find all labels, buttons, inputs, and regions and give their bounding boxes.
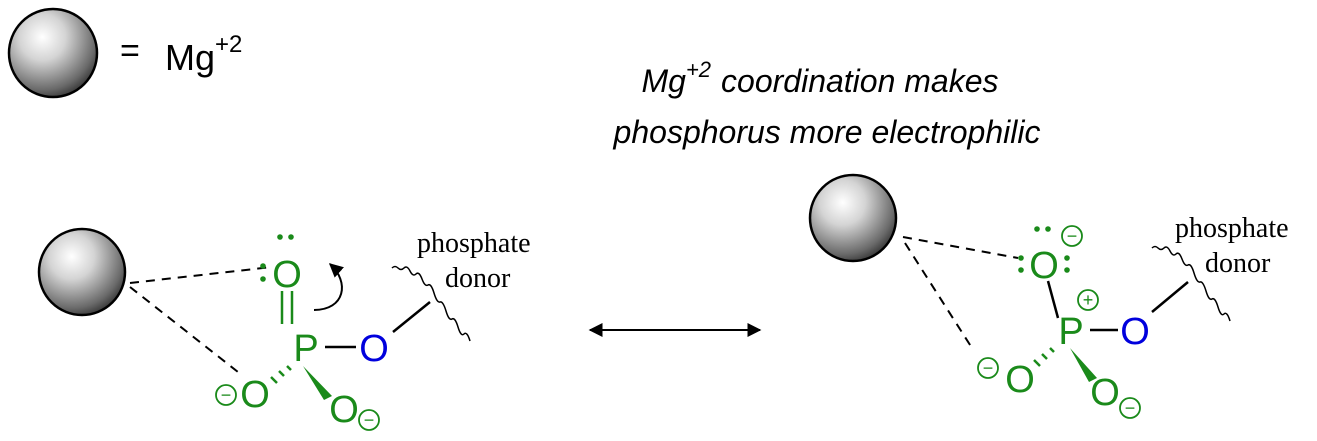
right-structure: O P O O O − + − − phosphate donor	[808, 173, 1289, 419]
caption-line1-rest: coordination makes	[721, 63, 998, 99]
right-plus-p: +	[1083, 290, 1094, 310]
left-minus-o-bottom: −	[364, 410, 375, 430]
left-donor-label-line1: phosphate	[417, 228, 531, 259]
left-charge-circle-o-left	[215, 384, 237, 406]
legend-equals: =	[120, 32, 140, 70]
right-charge-circle-o-top	[1061, 225, 1083, 247]
left-phosphorus: P	[293, 328, 318, 370]
legend: = Mg+2	[7, 7, 242, 99]
caption-line2: phosphorus more electrophilic	[613, 114, 1041, 150]
svg-text:Mg+2: Mg+2	[165, 31, 242, 78]
right-minus-o-top: −	[1067, 226, 1078, 246]
right-charge-circle-p	[1077, 289, 1099, 311]
right-donor-label-line1: phosphate	[1175, 213, 1289, 244]
right-minus-o-bottom: −	[1125, 398, 1136, 418]
right-charge-circle-o-bottom	[1119, 397, 1141, 419]
right-oxygen-bridge: O	[1120, 311, 1150, 353]
left-charge-circle-o-bottom	[358, 409, 380, 431]
left-structure: O P O O O − − phosphate donor	[37, 227, 531, 431]
left-donor-label-line2: donor	[445, 263, 511, 294]
left-minus-o-left: −	[221, 385, 232, 405]
left-oxygen-bridge: O	[359, 328, 389, 370]
right-charge-circle-o-left	[977, 357, 999, 379]
right-minus-o-left: −	[983, 358, 994, 378]
right-phosphorus: P	[1058, 311, 1083, 353]
mg-sphere-left	[37, 227, 127, 317]
right-oxygen-left: O	[1005, 359, 1035, 401]
right-oxygen-top: O	[1029, 245, 1059, 287]
legend-ion-symbol: Mg	[165, 37, 215, 78]
right-donor-label-line2: donor	[1205, 248, 1271, 279]
left-oxygen-top: O	[272, 254, 302, 296]
curved-electron-arrow	[313, 263, 345, 311]
right-oxygen-bottom: O	[1090, 372, 1120, 414]
left-oxygen-bottom: O	[329, 389, 359, 431]
caption-charge: +2	[686, 57, 711, 82]
mg-sphere-right	[808, 173, 898, 263]
left-oxygen-left: O	[240, 374, 270, 416]
mg-sphere-legend	[7, 7, 99, 99]
caption-mg: Mg	[641, 63, 686, 99]
caption: Mg+2 coordination makes phosphorus more e…	[613, 57, 1041, 150]
legend-ion-charge: +2	[215, 31, 242, 58]
